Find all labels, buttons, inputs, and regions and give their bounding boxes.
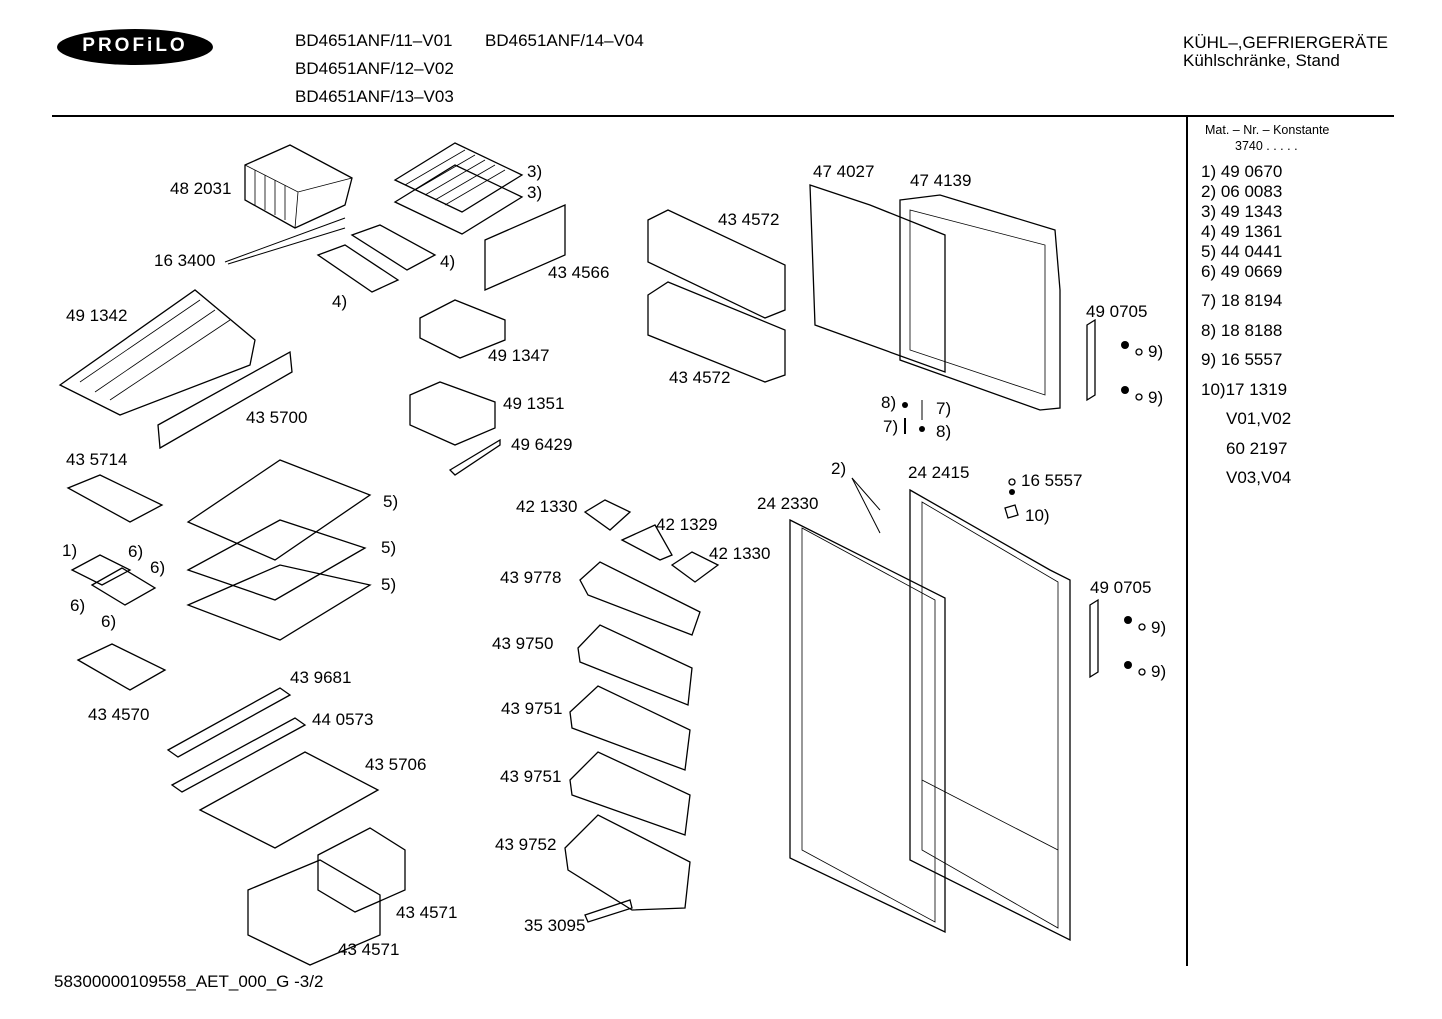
ice-box-482031 xyxy=(244,144,353,229)
sidebar-item: 5) 44 0441 xyxy=(1201,242,1283,261)
sidebar-item: 9) 16 5557 xyxy=(1201,350,1283,369)
label-435700: 43 5700 xyxy=(246,408,308,427)
ref-8-a: 8) xyxy=(881,393,897,412)
ref-9-b: 9) xyxy=(1148,388,1164,407)
document-code: 58300000109558_AET_000_G -3/2 xyxy=(54,972,324,991)
ref-5-b: 5) xyxy=(381,538,397,557)
gasket-242330 xyxy=(789,518,946,934)
label-434571-a: 43 4571 xyxy=(396,903,458,922)
label-421330-b: 42 1330 xyxy=(709,544,771,563)
bracket-496429 xyxy=(448,438,501,476)
sidebar-header: Mat. – Nr. – Konstante xyxy=(1205,123,1330,137)
ref-4-a: 4) xyxy=(440,252,456,271)
sidebar-item: 60 2197 xyxy=(1226,439,1288,458)
ref-7-b: 7) xyxy=(883,417,899,436)
profilo-logo xyxy=(57,29,213,65)
model-4: BD4651ANF/14–V04 xyxy=(485,31,644,50)
rail-435700 xyxy=(157,350,293,450)
box-491351 xyxy=(409,381,496,446)
label-482031: 48 2031 xyxy=(170,179,232,198)
ref-6-d: 6) xyxy=(101,612,117,631)
category-title: KÜHL–,GEFRIERGERÄTE xyxy=(1183,33,1388,52)
plate-435714 xyxy=(66,474,164,523)
grid-shelves xyxy=(393,142,524,235)
label-474027: 47 4027 xyxy=(813,162,875,181)
sidebar-item: 4) 49 1361 xyxy=(1201,222,1283,241)
sidebar-item: V03,V04 xyxy=(1226,468,1292,487)
label-421330-a: 42 1330 xyxy=(516,497,578,516)
ref-6-a: 6) xyxy=(128,542,144,561)
ref-6-b: 6) xyxy=(150,558,166,577)
label-242415: 24 2415 xyxy=(908,463,970,482)
label-439751-b: 43 9751 xyxy=(500,767,562,786)
label-440573: 44 0573 xyxy=(312,710,374,729)
sidebar-item: 7) 18 8194 xyxy=(1201,291,1283,310)
sidebar-constant: 3740 . . . . . xyxy=(1235,139,1298,153)
sidebar-item: 1) 49 0670 xyxy=(1201,162,1283,181)
door-242415 xyxy=(909,488,1071,942)
label-434566: 43 4566 xyxy=(548,263,610,282)
category-subtitle: Kühlschränke, Stand xyxy=(1183,51,1340,70)
label-165557: 16 5557 xyxy=(1021,471,1083,490)
sidebar-item: V01,V02 xyxy=(1226,409,1292,428)
label-439750: 43 9750 xyxy=(492,634,554,653)
drawer-491342 xyxy=(58,289,256,416)
sidebar-item: 2) 06 0083 xyxy=(1201,182,1283,201)
label-491342: 49 1342 xyxy=(66,306,128,325)
ref-9-d: 9) xyxy=(1151,662,1167,681)
sidebar-item: 3) 49 1343 xyxy=(1201,202,1283,221)
ref-9-a: 9) xyxy=(1148,342,1164,361)
label-496429: 49 6429 xyxy=(511,435,573,454)
door-474139 xyxy=(899,194,1061,411)
label-434570: 43 4570 xyxy=(88,705,150,724)
label-434571-b: 43 4571 xyxy=(338,940,400,959)
panel-434566 xyxy=(484,204,566,291)
ref-6-c: 6) xyxy=(70,596,86,615)
label-434572-b: 43 4572 xyxy=(669,368,731,387)
label-490705-b: 49 0705 xyxy=(1090,578,1152,597)
label-490705-a: 49 0705 xyxy=(1086,302,1148,321)
ref-3-a: 3) xyxy=(527,162,543,181)
ref-9-c: 9) xyxy=(1151,618,1167,637)
model-2: BD4651ANF/12–V02 xyxy=(295,59,454,78)
ref-3-b: 3) xyxy=(527,183,543,202)
ref-4-b: 4) xyxy=(332,292,348,311)
label-435706: 43 5706 xyxy=(365,755,427,774)
tray-434570 xyxy=(76,643,167,691)
label-435714: 43 5714 xyxy=(66,450,128,469)
label-491351: 49 1351 xyxy=(503,394,565,413)
brand-name: PROFiLO xyxy=(82,35,188,56)
label-439778: 43 9778 xyxy=(500,568,562,587)
label-353095: 35 3095 xyxy=(524,916,586,935)
ref-7-a: 7) xyxy=(936,399,952,418)
ref-2: 2) xyxy=(831,459,847,478)
label-421329: 42 1329 xyxy=(656,515,718,534)
label-439752: 43 9752 xyxy=(495,835,557,854)
model-3: BD4651ANF/13–V03 xyxy=(295,87,454,106)
gasket-474027 xyxy=(809,184,946,373)
sidebar-item: 6) 49 0669 xyxy=(1201,262,1283,281)
model-1: BD4651ANF/11–V01 xyxy=(295,31,453,50)
tray-491347 xyxy=(419,299,506,359)
ref-5-a: 5) xyxy=(383,492,399,511)
ice-trays xyxy=(316,224,437,293)
sidebar-item: 8) 18 8188 xyxy=(1201,321,1283,340)
label-242330: 24 2330 xyxy=(757,494,819,513)
ref-8-b: 8) xyxy=(936,422,952,441)
label-439681: 43 9681 xyxy=(290,668,352,687)
sidebar-item: 10)17 1319 xyxy=(1201,380,1288,399)
ref-5-c: 5) xyxy=(381,575,397,594)
label-434572-a: 43 4572 xyxy=(718,210,780,229)
label-491347: 49 1347 xyxy=(488,346,550,365)
label-474139: 47 4139 xyxy=(910,171,972,190)
ref-10: 10) xyxy=(1025,506,1050,525)
ref-1: 1) xyxy=(62,541,78,560)
label-439751-a: 43 9751 xyxy=(501,699,563,718)
label-163400: 16 3400 xyxy=(154,251,216,270)
